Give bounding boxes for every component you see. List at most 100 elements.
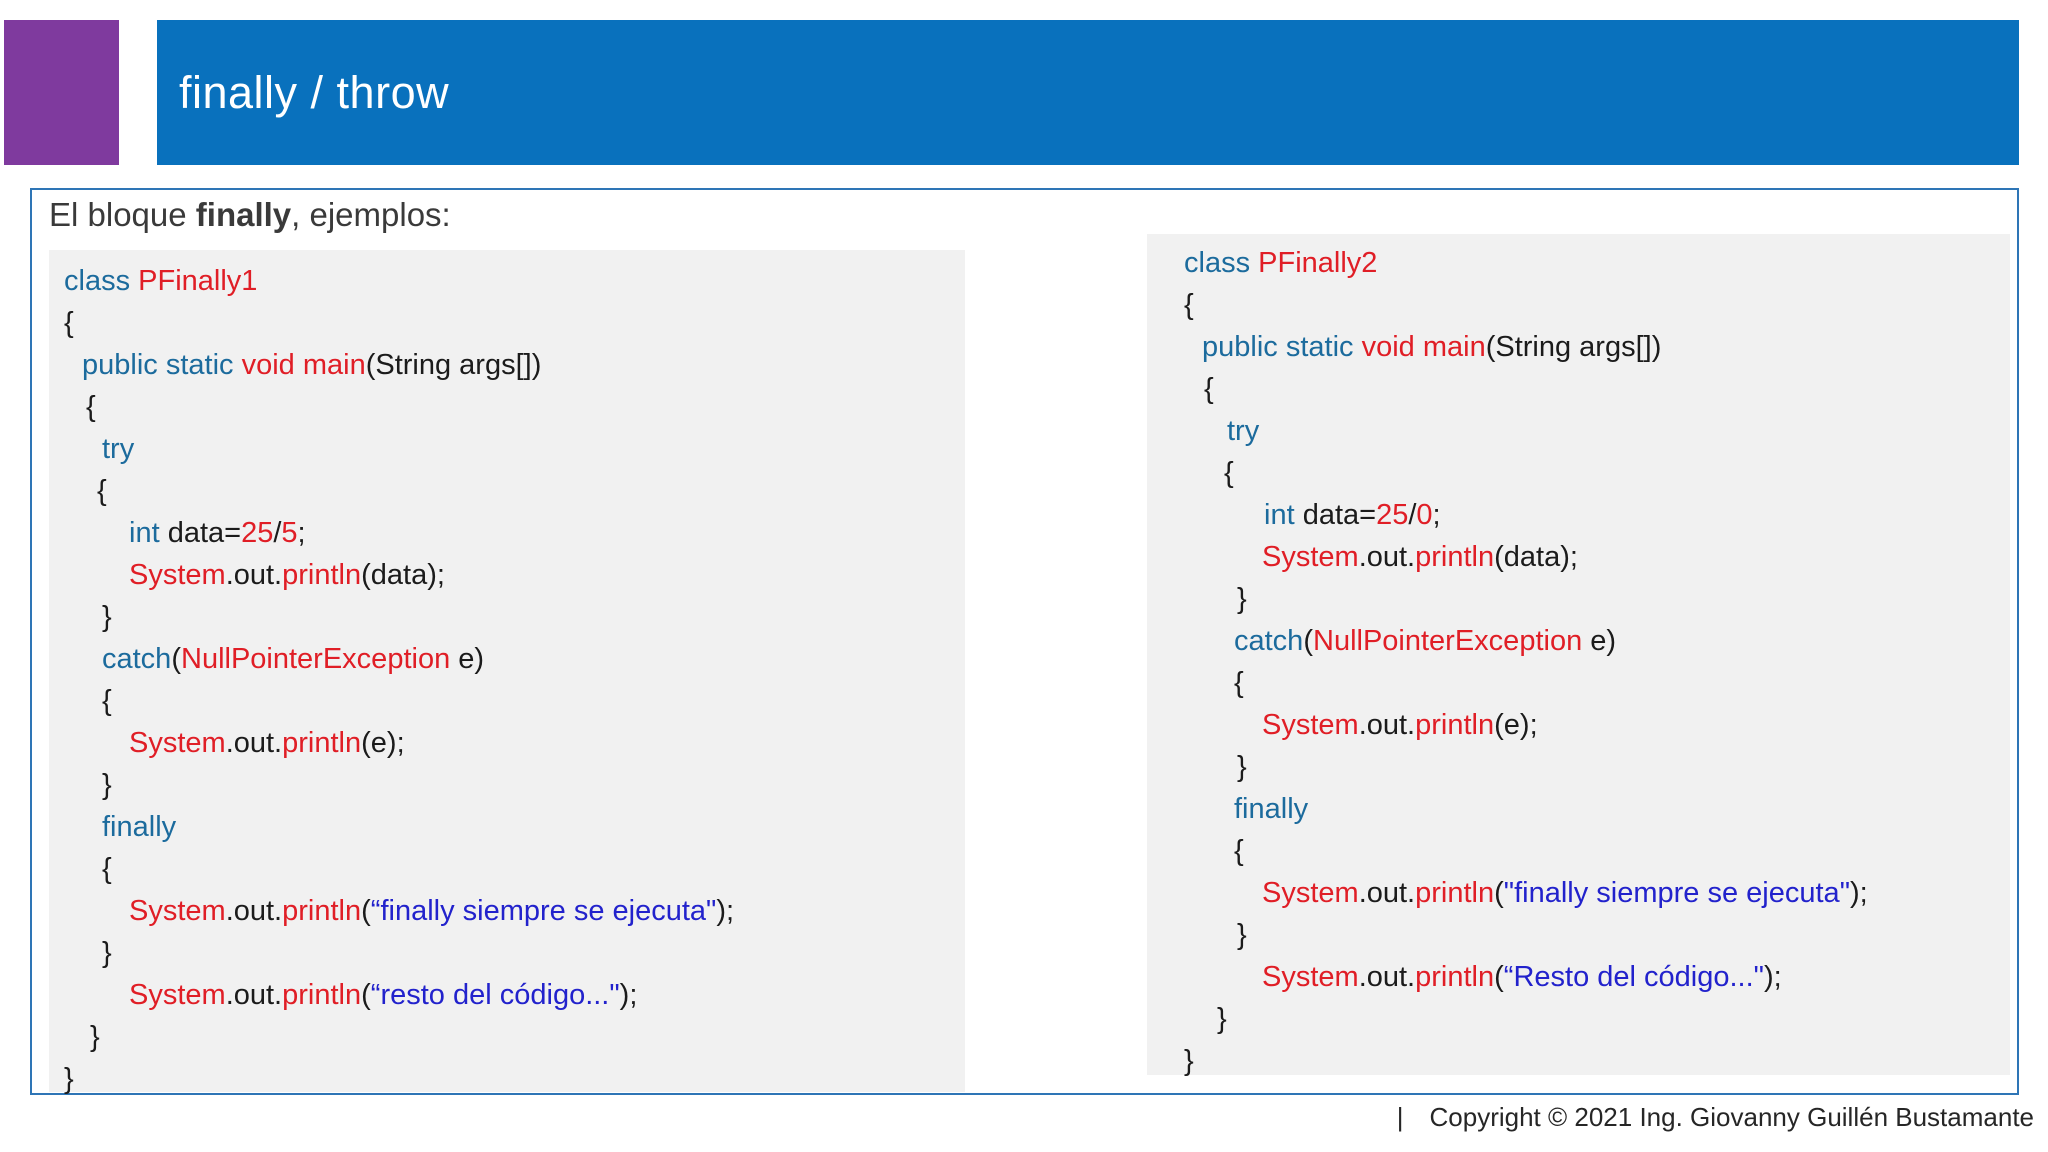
footer-separator: | — [1396, 1102, 1404, 1132]
code-segment: .out. — [1358, 961, 1416, 993]
code-segment: e) — [1582, 625, 1617, 657]
code-segment: data= — [1302, 499, 1377, 531]
heading-suffix: , ejemplos: — [291, 196, 451, 233]
code-segment: } — [64, 1063, 74, 1095]
code-line: catch(NullPointerException e) — [1184, 620, 2010, 662]
code-line: System.out.println(data); — [1184, 536, 2010, 578]
code-segment: 5 — [281, 517, 298, 549]
code-segment: NullPointerException — [1313, 625, 1583, 657]
code-segment: { — [1204, 373, 1214, 405]
code-line: { — [1184, 284, 2010, 326]
code-line: System.out.println(data); — [64, 554, 965, 596]
code-segment: .out. — [225, 979, 283, 1011]
code-line: System.out.println(e); — [64, 722, 965, 764]
code-segment: ); — [1763, 961, 1782, 993]
code-segment: println — [1415, 709, 1495, 741]
code-segment: ( — [1303, 625, 1313, 657]
code-segment: 0 — [1416, 499, 1433, 531]
code-line: finally — [64, 806, 965, 848]
code-segment: class — [64, 265, 139, 297]
code-line: { — [64, 386, 965, 428]
code-segment: PFinally2 — [1258, 247, 1378, 279]
code-segment: try — [1227, 415, 1260, 447]
code-segment: ( — [1494, 877, 1504, 909]
code-segment: 25 — [1376, 499, 1409, 531]
code-segment: .out. — [1358, 877, 1416, 909]
code-line: { — [1184, 368, 2010, 410]
code-line: finally — [1184, 788, 2010, 830]
code-segment: (e); — [361, 727, 405, 759]
code-segment: { — [64, 307, 74, 339]
code-segment: ); — [1849, 877, 1868, 909]
code-segment: .out. — [225, 727, 283, 759]
code-segment: (String args[]) — [365, 349, 542, 381]
code-segment: int — [1264, 499, 1303, 531]
code-segment: System — [1262, 541, 1359, 573]
code-segment: System — [129, 979, 226, 1011]
code-segment: NullPointerException — [181, 643, 451, 675]
code-segment: println — [282, 895, 362, 927]
code-segment: println — [1415, 961, 1495, 993]
code-segment: catch — [102, 643, 172, 675]
code-segment: public static — [1202, 331, 1362, 363]
code-segment: println — [282, 727, 362, 759]
code-segment: void main — [1361, 331, 1486, 363]
code-segment: PFinally1 — [138, 265, 258, 297]
code-segment: System — [1262, 961, 1359, 993]
code-segment: } — [1237, 751, 1247, 783]
code-line: class PFinally1 — [64, 260, 965, 302]
code-segment: println — [282, 559, 362, 591]
code-segment: e) — [450, 643, 485, 675]
code-segment: (data); — [361, 559, 445, 591]
title-bar: finally / throw — [157, 20, 2019, 165]
accent-square — [4, 20, 119, 165]
code-segment: / — [273, 517, 282, 549]
code-line: System.out.println(“resto del código..."… — [64, 974, 965, 1016]
code-segment: public static — [82, 349, 242, 381]
code-line: } — [1184, 746, 2010, 788]
code-segment: .out. — [1358, 541, 1416, 573]
code-segment: System — [129, 559, 226, 591]
code-block-pfinally2: class PFinally2{public static void main(… — [1147, 234, 2010, 1077]
code-line: } — [64, 1058, 965, 1100]
code-segment: .out. — [1358, 709, 1416, 741]
code-segment: } — [102, 769, 112, 801]
code-segment: println — [1415, 877, 1495, 909]
code-segment: println — [1415, 541, 1495, 573]
code-segment: System — [129, 895, 226, 927]
code-block-pfinally1: class PFinally1 { public static void main(… — [49, 250, 965, 1095]
heading-prefix: El bloque — [49, 196, 196, 233]
code-segment: { — [86, 391, 96, 423]
code-segment: ); — [619, 979, 638, 1011]
code-segment: ( — [1494, 961, 1504, 993]
code-segment: } — [102, 601, 112, 633]
code-segment: 25 — [241, 517, 274, 549]
code-line: System.out.println("finally siempre se e… — [1184, 872, 2010, 914]
code-line: { — [1184, 452, 2010, 494]
content-panel: El bloque finally, ejemplos: class PFina… — [30, 188, 2019, 1095]
code-line: public static void main(String args[]) — [64, 344, 965, 386]
code-line: { — [64, 470, 965, 512]
code-segment: catch — [1234, 625, 1304, 657]
code-segment: System — [1262, 709, 1359, 741]
slide-title: finally / throw — [179, 66, 450, 118]
code-segment: (e); — [1494, 709, 1538, 741]
code-line: System.out.println(“Resto del código..."… — [1184, 956, 2010, 998]
code-segment: } — [90, 1021, 100, 1053]
code-segment: } — [1237, 919, 1247, 951]
code-segment: ( — [361, 895, 371, 927]
section-heading: El bloque finally, ejemplos: — [49, 196, 451, 234]
code-segment: / — [1408, 499, 1417, 531]
code-line: } — [64, 764, 965, 806]
code-line: { — [64, 848, 965, 890]
code-segment: { — [1234, 667, 1244, 699]
code-segment: data= — [167, 517, 242, 549]
code-segment: { — [102, 853, 112, 885]
code-segment: "finally siempre se ejecuta" — [1503, 877, 1850, 909]
code-segment: int — [129, 517, 168, 549]
code-line: } — [1184, 1040, 2010, 1082]
code-segment: finally — [1234, 793, 1309, 825]
code-segment: try — [102, 433, 135, 465]
code-segment: println — [282, 979, 362, 1011]
